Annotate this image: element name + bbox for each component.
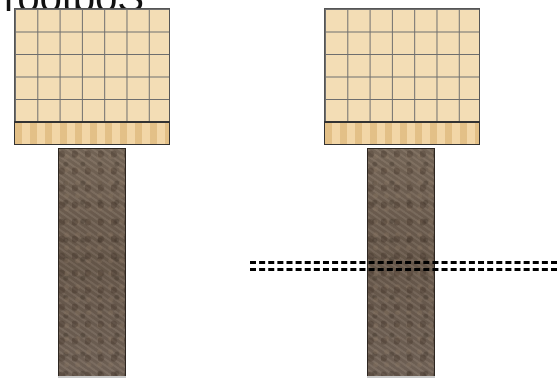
footing-base-left [14, 121, 170, 145]
cut-line-lower [250, 268, 557, 271]
cut-line-upper [250, 261, 557, 264]
footing-assembly-right [322, 8, 482, 378]
pile-left [58, 148, 126, 378]
footing-base-right [324, 121, 480, 145]
footing-assembly-left [12, 8, 172, 378]
